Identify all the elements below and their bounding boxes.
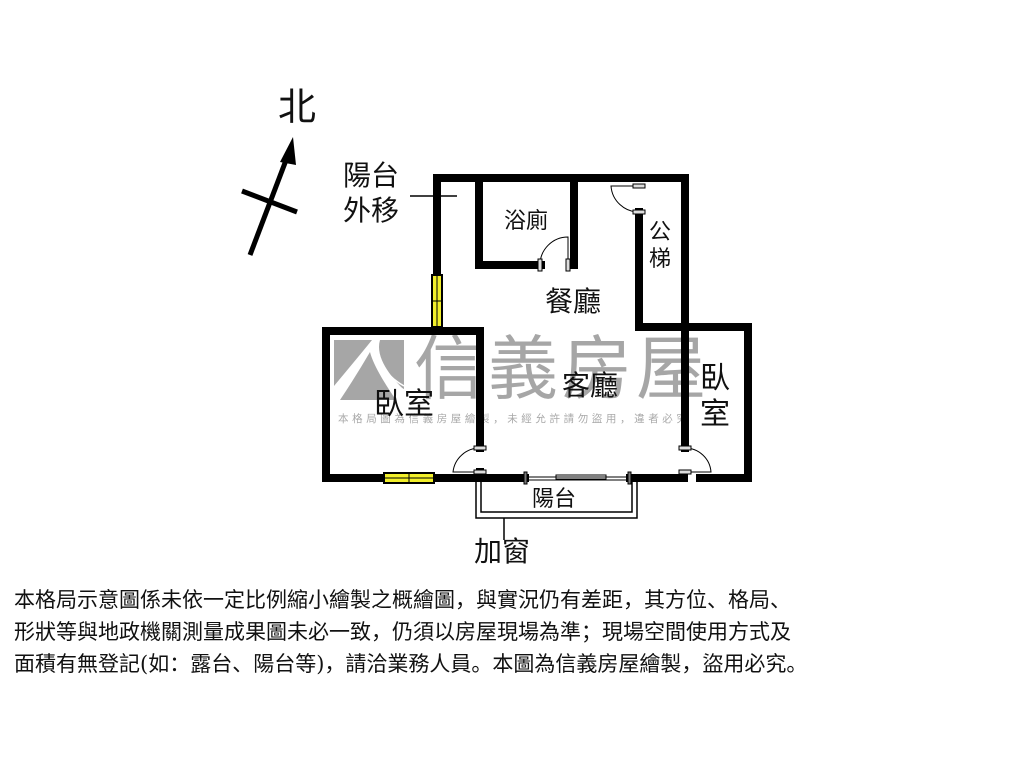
walls — [322, 174, 752, 482]
balcony-outline — [475, 482, 638, 540]
room-label-balcony-moved-2: 外移 — [343, 194, 400, 227]
room-label-dining: 餐廳 — [545, 285, 602, 318]
room-label-bedroom-right-1: 臥 — [700, 361, 730, 396]
disclaimer-line: 形狀等與地政機關測量成果圖未必一致，仍須以房屋現場為準；現場空間使用方式及 — [14, 620, 791, 644]
brand-logo-icon — [334, 340, 404, 400]
disclaimer: 本格局示意圖係未依一定比例縮小繪製之概繪圖，與實況仍有差距，其方位、格局、 形狀… — [14, 584, 1014, 680]
room-label-bedroom-left: 臥室 — [374, 387, 434, 422]
room-label-stairs-2: 梯 — [649, 247, 672, 272]
watermark-brand: 信義房屋 — [414, 328, 710, 410]
north-label: 北 — [278, 85, 317, 129]
room-label-balcony: 陽台 — [532, 487, 577, 512]
doors — [452, 183, 712, 475]
room-label-balcony-moved-1: 陽台 — [343, 159, 400, 192]
disclaimer-line: 本格局示意圖係未依一定比例縮小繪製之概繪圖，與實況仍有差距，其方位、格局、 — [14, 588, 791, 612]
room-label-bathroom: 浴廁 — [504, 209, 549, 234]
floor-plan — [241, 137, 752, 540]
sliding-door — [523, 471, 632, 485]
north-arrow-icon — [241, 137, 298, 256]
room-label-bedroom-right-2: 室 — [700, 397, 730, 432]
window-bedroom-bottom — [383, 472, 435, 484]
room-label-stairs-1: 公 — [649, 220, 672, 245]
watermark-notice: 本格局圖為信義房屋繪製，未經允許請勿盜用，違者必究 — [338, 413, 691, 425]
room-label-living: 客廳 — [562, 369, 619, 402]
window-left-upper — [431, 274, 443, 328]
label-added-window: 加窗 — [474, 535, 531, 568]
disclaimer-line: 面積有無登記(如：露台、陽台等)，請洽業務人員。本圖為信義房屋繪製，盜用必究。 — [14, 652, 808, 676]
